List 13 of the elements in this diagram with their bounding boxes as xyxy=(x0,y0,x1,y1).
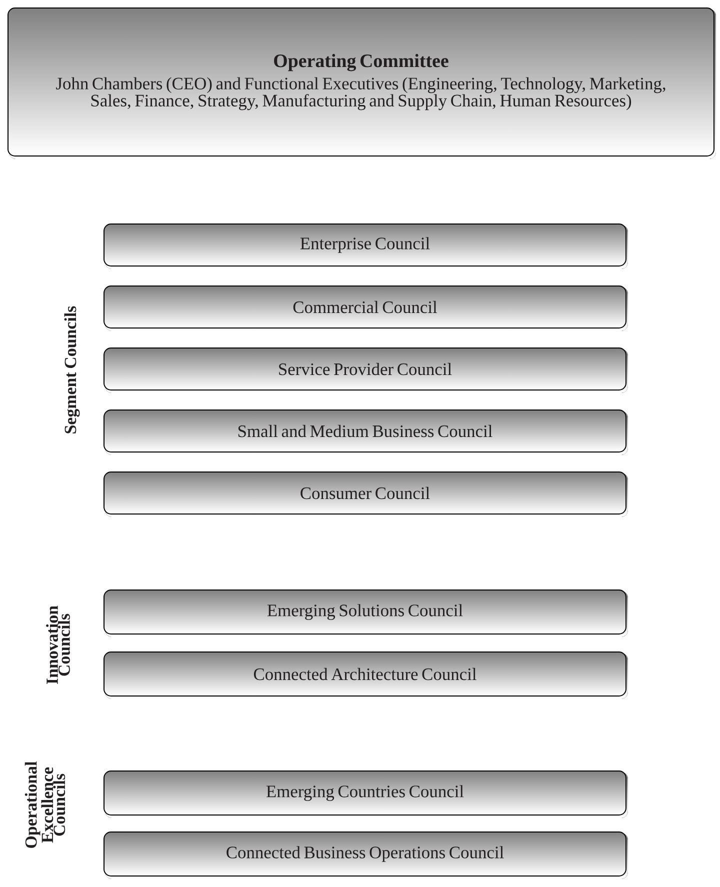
group-label: Segment Councils xyxy=(64,306,80,434)
council-box: Connected Business Operations Council xyxy=(104,832,628,879)
council-box: Enterprise Council xyxy=(104,224,628,269)
group-label: Innovation Councils xyxy=(46,606,70,684)
committee-box: Operating Committee John Chambers (CEO) and Functional Executives (Engineering, Technology, Marketing, Sales, Finance, Strategy, Manufacturing and Supply Chain, Human Resources) xyxy=(8,8,716,159)
council-box: Small and Medium Business Council xyxy=(104,410,628,455)
council-box: Emerging Countries Council xyxy=(104,770,628,818)
council-box: Commercial Council xyxy=(104,286,628,331)
council-box: Service Provider Council xyxy=(104,348,628,393)
council-box: Connected Architecture Council xyxy=(104,652,628,699)
group-label: Operational Excellence Councils xyxy=(24,762,66,848)
council-box: Emerging Solutions Council xyxy=(104,590,628,637)
council-box: Consumer Council xyxy=(104,472,628,517)
